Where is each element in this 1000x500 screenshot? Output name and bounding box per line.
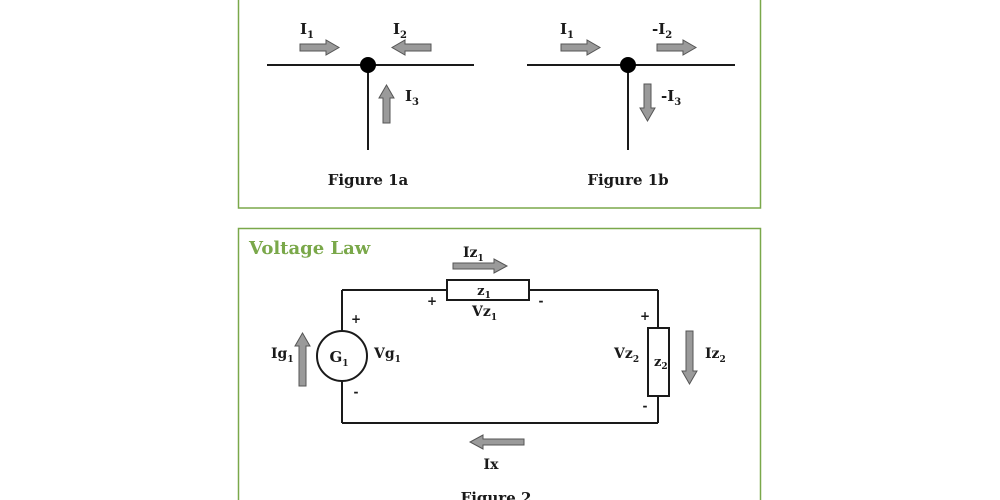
label-vz2: Vz2 (613, 346, 639, 365)
label-i3: I3 (405, 87, 419, 108)
figure-1-panel (237, 0, 762, 209)
minus-i3-arrow-down-icon (639, 83, 656, 123)
label-vz1: Vz1 (471, 304, 497, 323)
i1-arrow-right-icon (299, 39, 341, 56)
label-i1: I1 (560, 20, 574, 41)
label-i2: I2 (393, 20, 407, 41)
figure-1b: I1 -I2 -I3 Figure 1b (527, 20, 735, 189)
generator-g1 (316, 330, 368, 382)
label-g1: G1 (329, 348, 348, 369)
g1-plus-sign: + (351, 312, 361, 326)
ig1-arrow-up-icon (294, 331, 311, 387)
label-ig1: Ig1 (271, 346, 294, 365)
section-title: Voltage Law (248, 238, 371, 259)
z1-minus-sign: - (539, 294, 544, 308)
i3-arrow-up-icon (378, 83, 395, 124)
ix-arrow-left-icon (468, 434, 525, 450)
z1-plus-sign: + (427, 294, 437, 308)
junction-node (360, 57, 376, 73)
label-z1: z1 (477, 284, 491, 301)
figure-1a: I1 I2 I3 Figure 1a (267, 20, 474, 189)
label-iz1: Iz1 (463, 245, 484, 264)
label-i1: I1 (300, 20, 314, 41)
i1-arrow-right-icon (560, 39, 602, 56)
caption-figure-1b: Figure 1b (587, 171, 668, 189)
voltage-law-panel (237, 227, 762, 500)
g1-minus-sign: - (354, 385, 359, 399)
label-z2: z2 (654, 355, 668, 372)
caption-figure-1a: Figure 1a (328, 171, 409, 189)
impedance-z1 (446, 279, 530, 301)
figure-2-circuit: z1 Iz1 Vz1 + - G1 Ig1 Vg1 + - z2 Iz2 Vz2… (271, 245, 726, 473)
z2-minus-sign: - (643, 399, 648, 413)
junction-node (620, 57, 636, 73)
iz1-arrow-right-icon (452, 258, 509, 274)
label-vg1: Vg1 (373, 346, 401, 365)
impedance-z2 (647, 327, 670, 397)
label-ix: Ix (484, 457, 500, 473)
label-minus-i2: -I2 (652, 20, 672, 41)
label-minus-i3: -I3 (661, 87, 681, 108)
minus-i2-arrow-right-icon (656, 39, 698, 56)
i2-arrow-left-icon (390, 39, 432, 56)
caption-figure-2: Figure 2 (461, 489, 532, 500)
z2-plus-sign: + (640, 309, 650, 323)
iz2-arrow-down-icon (681, 330, 698, 386)
label-iz2: Iz2 (705, 346, 726, 365)
